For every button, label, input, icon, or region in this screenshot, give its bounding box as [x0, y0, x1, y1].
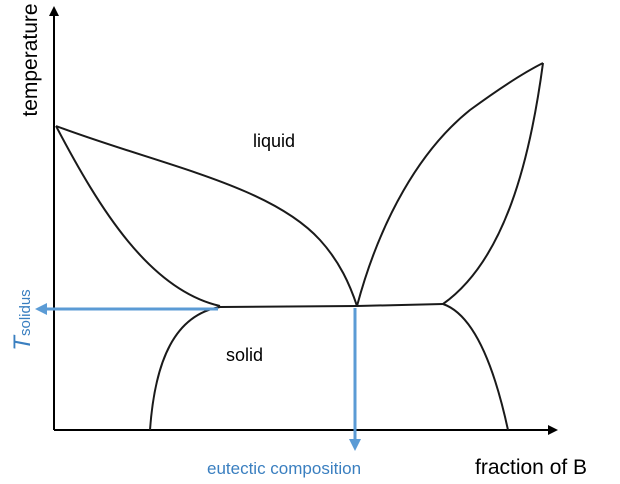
x-axis-label: fraction of B	[475, 456, 588, 479]
liquidus-right-curve	[356, 62, 544, 307]
solidus-right-curve	[442, 62, 544, 305]
t-solidus-label: Tsolidus	[9, 275, 37, 365]
solidus-left-curve	[55, 125, 221, 307]
t-solidus-symbol: T	[9, 336, 36, 351]
eutectic-line	[219, 303, 444, 308]
solvus-left-curve	[149, 306, 221, 431]
t-solidus-subscript: solidus	[17, 289, 34, 337]
eutectic-composition-label: eutectic composition	[207, 459, 362, 478]
liquid-region-label: liquid	[253, 131, 296, 151]
solvus-right-curve	[442, 303, 509, 431]
solid-region-label: solid	[226, 345, 264, 365]
liquidus-left-curve	[55, 125, 358, 307]
y-axis-label: temperature	[19, 3, 42, 117]
